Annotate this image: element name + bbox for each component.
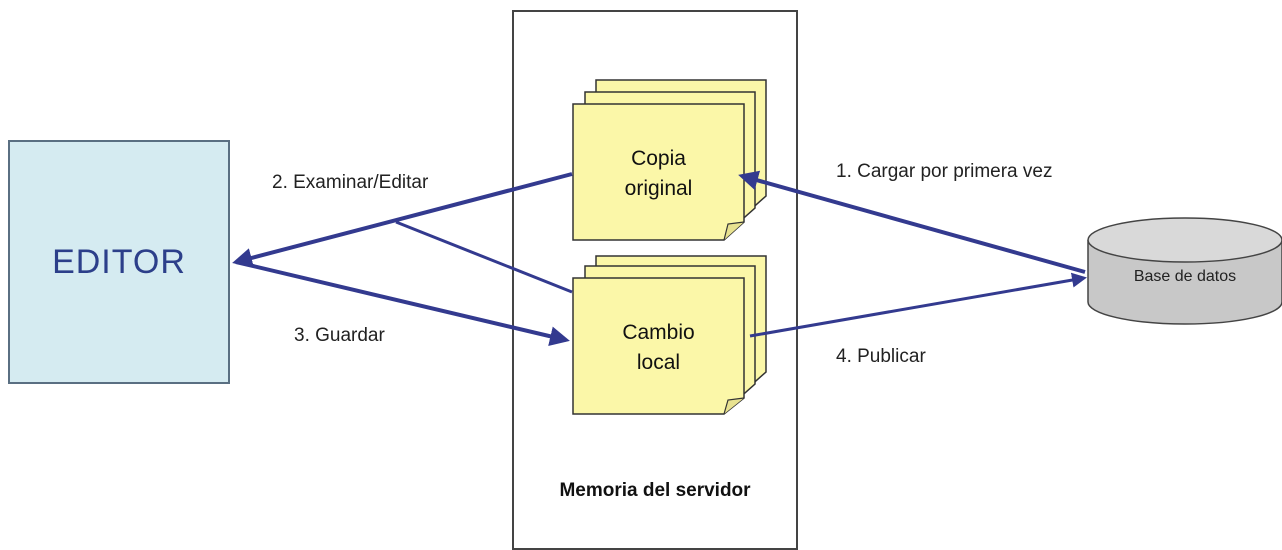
local-note-fold — [723, 397, 745, 415]
editor-label: EDITOR — [52, 242, 186, 281]
original-note-fold — [723, 221, 745, 241]
local-change-line2: local — [636, 351, 681, 374]
publish-edge-label: 4. Publicar — [836, 346, 926, 367]
browse-branch-line — [395, 220, 573, 294]
original-copy-label: Copia original — [573, 134, 744, 214]
publish-arrow — [749, 272, 1087, 338]
local-change-note — [572, 255, 767, 415]
save-edge-label: 3. Guardar — [294, 325, 385, 346]
browse-edge-label: 2. Examinar/Editar — [272, 172, 429, 193]
database-cylinder — [1087, 217, 1282, 325]
local-change-line1: Cambio — [622, 321, 695, 344]
original-copy-line1: Copia — [631, 147, 686, 170]
diagram-canvas — [232, 79, 1282, 415]
load-edge-label: 1. Cargar por primera vez — [836, 161, 1053, 182]
server-memory-label: Memoria del servidor — [559, 480, 751, 501]
original-copy-line2: original — [624, 177, 693, 200]
load-arrow — [738, 170, 1086, 274]
database-label: Base de datos — [1133, 268, 1237, 285]
save-arrow — [235, 260, 570, 347]
editor-box — [8, 140, 230, 384]
local-change-label: Cambio local — [573, 308, 744, 388]
browse-arrow — [232, 172, 573, 268]
database-body — [1087, 240, 1282, 325]
database-top — [1087, 217, 1282, 263]
original-copy-note — [572, 79, 767, 241]
